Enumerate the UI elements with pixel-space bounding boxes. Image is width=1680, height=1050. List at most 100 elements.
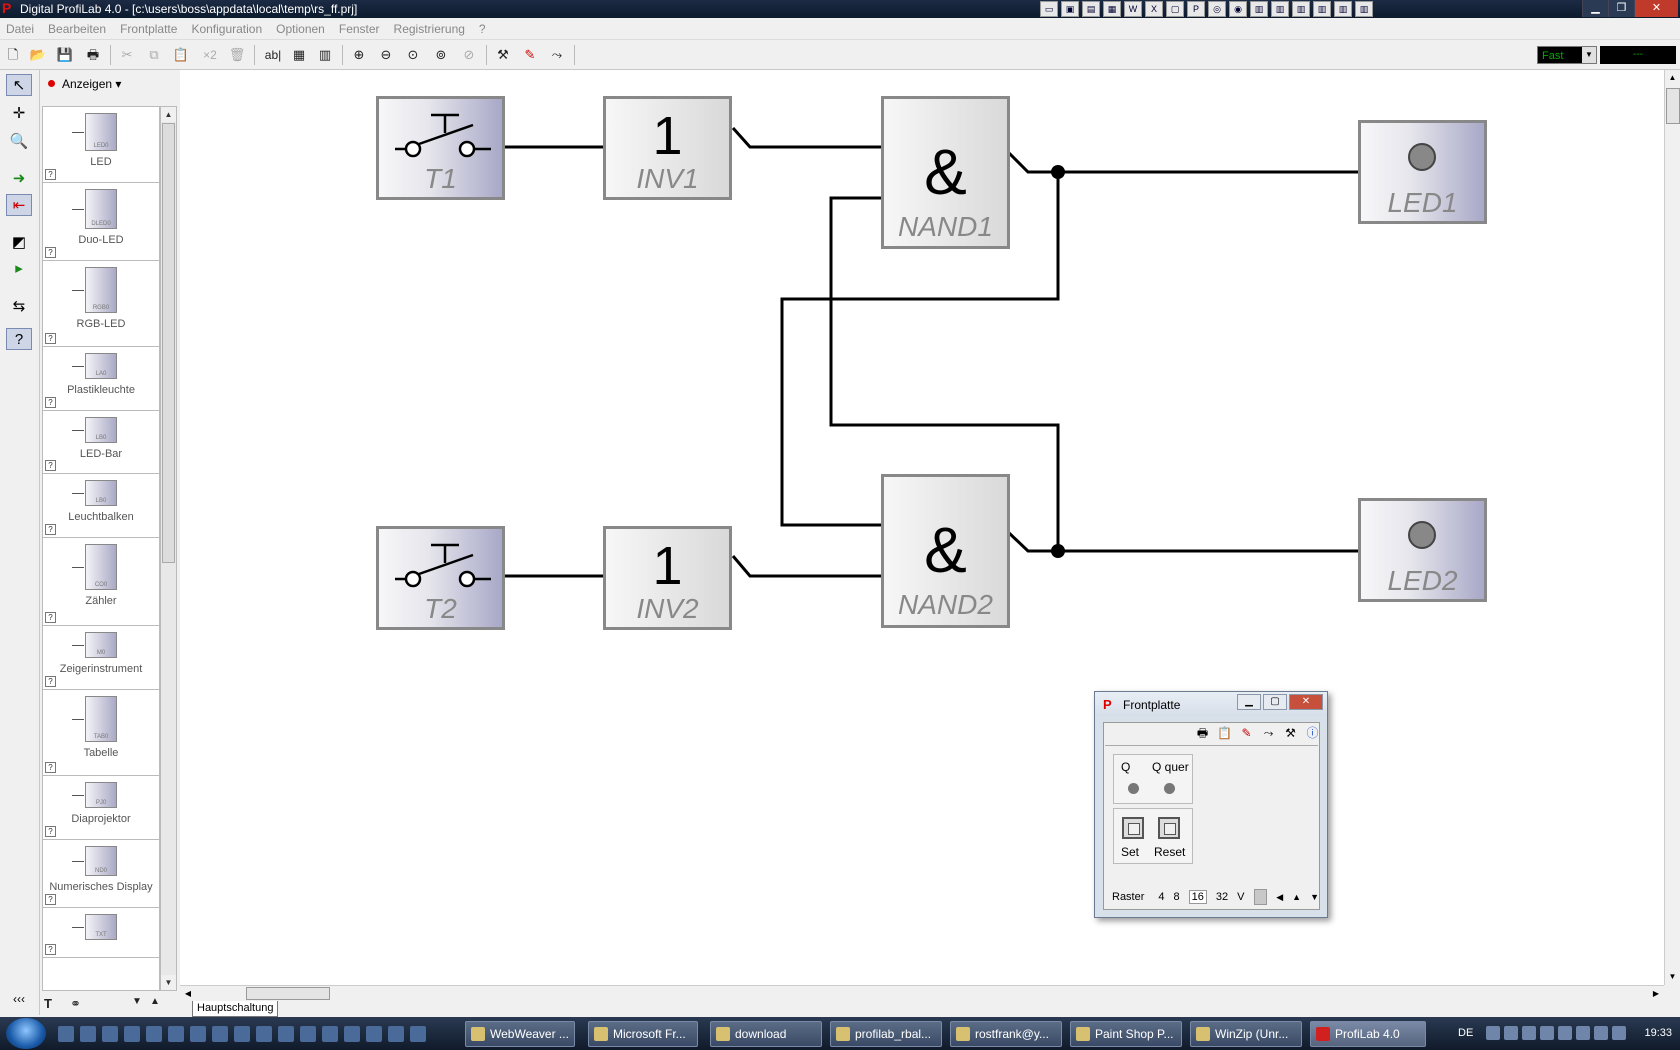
collapse-panel-button[interactable]: ‹‹‹	[13, 992, 25, 1006]
calc-icon[interactable]: ▦	[1103, 1, 1121, 17]
menu-optionen[interactable]: Optionen	[276, 21, 325, 36]
grid-icon[interactable]: ▦	[292, 47, 306, 62]
quicklaunch-icon[interactable]	[146, 1026, 162, 1042]
library-filter[interactable]: Anzeigen ▾	[42, 74, 178, 94]
help-icon[interactable]: ⓘ	[1306, 726, 1319, 740]
quicklaunch-icon[interactable]	[322, 1026, 338, 1042]
color-swatch[interactable]	[1253, 889, 1268, 905]
quicklaunch-icon[interactable]	[410, 1026, 426, 1042]
chart-icon[interactable]: ▥	[1355, 1, 1373, 17]
help-icon[interactable]: ?	[45, 247, 56, 258]
quicklaunch-icon[interactable]	[58, 1026, 74, 1042]
library-scrollbar[interactable]: ▲ ▼	[160, 106, 177, 991]
quicklaunch-icon[interactable]	[388, 1026, 404, 1042]
taskbar-item-paintshop[interactable]: Paint Shop P...	[1070, 1021, 1182, 1047]
raster-option-32[interactable]: 32	[1215, 891, 1229, 903]
taskbar-item-browser[interactable]: rostfrank@y...	[950, 1021, 1062, 1047]
chart-icon[interactable]: ▥	[1250, 1, 1268, 17]
copy-icon[interactable]: ⧉	[149, 47, 159, 62]
scroll-thumb[interactable]	[1666, 88, 1680, 124]
raster-option-4[interactable]: 4	[1158, 891, 1165, 903]
quicklaunch-icon[interactable]	[80, 1026, 96, 1042]
chart-icon[interactable]: ▥	[1334, 1, 1352, 17]
input-pin-icon[interactable]: ▸	[15, 260, 23, 277]
switch-block-t1[interactable]: T1	[376, 96, 505, 200]
led-block-led2[interactable]: LED2	[1358, 498, 1487, 602]
taskbar-item-profilab-folder[interactable]: profilab_rbal...	[830, 1021, 942, 1047]
arrow-right-icon[interactable]: ➜	[12, 170, 26, 187]
library-item[interactable]: TXT?	[43, 908, 159, 958]
maximize-button[interactable]: ▢	[1263, 694, 1287, 710]
arrow-down-icon[interactable]: ▼	[132, 996, 142, 1007]
chart-icon[interactable]: ▥	[1292, 1, 1310, 17]
zoom-all-icon[interactable]: ⊚	[435, 47, 447, 62]
clipboard-icon[interactable]: 📋	[1217, 726, 1232, 740]
outlook-icon[interactable]: ◎	[1208, 1, 1226, 17]
menu-fenster[interactable]: Fenster	[338, 21, 380, 36]
zoom-fit-icon[interactable]: ⊙	[407, 47, 419, 62]
quicklaunch-icon[interactable]	[278, 1026, 294, 1042]
raster-option-v[interactable]: V	[1237, 891, 1245, 903]
menu-konfiguration[interactable]: Konfiguration	[191, 21, 263, 36]
language-indicator[interactable]: DE	[1458, 1027, 1474, 1039]
tray-icon[interactable]	[1558, 1026, 1572, 1040]
taskbar-item-download[interactable]: download	[710, 1021, 822, 1047]
tray-icon[interactable]	[1576, 1026, 1590, 1040]
minimize-button[interactable]: ▁	[1582, 0, 1608, 17]
zoom-out-icon[interactable]: ⊖	[380, 47, 392, 62]
media-icon[interactable]: ◉	[1229, 1, 1247, 17]
zoom-icon[interactable]: 🔍	[9, 133, 29, 150]
quicklaunch-icon[interactable]	[102, 1026, 118, 1042]
menu-datei[interactable]: Datei	[6, 21, 35, 36]
tray-icon[interactable]	[1540, 1026, 1554, 1040]
tray-icon[interactable]	[1504, 1026, 1518, 1040]
sheet-tab-hauptschaltung[interactable]: Hauptschaltung	[192, 1001, 279, 1017]
cut-icon[interactable]: ✂	[121, 47, 133, 62]
tray-icon[interactable]	[1522, 1026, 1536, 1040]
swap-icon[interactable]: ⇆	[12, 298, 26, 315]
help-icon[interactable]: ?	[45, 524, 56, 535]
help-pointer-icon[interactable]: ?	[6, 328, 32, 350]
canvas-vertical-scrollbar[interactable]: ▲ ▼	[1664, 70, 1680, 985]
chart-icon[interactable]: ▥	[1271, 1, 1289, 17]
menu-registrierung[interactable]: Registrierung	[393, 21, 465, 36]
run-icon[interactable]: ✎	[524, 47, 536, 62]
tools-icon[interactable]: ⚒	[1285, 726, 1296, 740]
arrow-left-icon[interactable]: ⇤	[6, 194, 32, 216]
arrow-up-icon[interactable]: ▲	[1292, 892, 1302, 902]
canvas-horizontal-scrollbar[interactable]: ◀ ▶	[180, 985, 1664, 1001]
arrow-up-icon[interactable]: ▲	[150, 996, 160, 1007]
tools-icon[interactable]: ⚒	[497, 47, 509, 62]
note-icon[interactable]: ▤	[1082, 1, 1100, 17]
app-icon[interactable]: ▣	[1061, 1, 1079, 17]
speed-select[interactable]: Fast▼	[1537, 46, 1597, 64]
binoculars-icon[interactable]: ⚭	[70, 996, 81, 1011]
help-icon[interactable]: ?	[45, 826, 56, 837]
delete-icon[interactable]: 🗑	[228, 47, 246, 62]
minimize-button[interactable]: ▁	[1237, 694, 1261, 710]
taskbar-item-webweaver[interactable]: WebWeaver ...	[465, 1021, 575, 1047]
start-button[interactable]	[6, 1018, 46, 1049]
close-button[interactable]: ✕	[1634, 0, 1678, 17]
stop-icon[interactable]: ⤳	[1263, 726, 1274, 740]
scroll-thumb[interactable]	[246, 987, 330, 1000]
print-icon[interactable]: 🖶	[86, 47, 100, 62]
close-button[interactable]: ✕	[1289, 694, 1323, 710]
paste-icon[interactable]: 📋	[172, 47, 190, 62]
scroll-left-icon[interactable]: ◀	[184, 989, 192, 998]
tray-icon[interactable]	[1612, 1026, 1626, 1040]
duplicate-button[interactable]: ×2	[203, 48, 217, 62]
taskbar-item-profilab[interactable]: ProfiLab 4.0	[1310, 1021, 1426, 1047]
word-icon[interactable]: W	[1124, 1, 1142, 17]
quicklaunch-icon[interactable]	[300, 1026, 316, 1042]
quicklaunch-icon[interactable]	[190, 1026, 206, 1042]
text-tool-icon[interactable]: T	[44, 996, 52, 1011]
scroll-down-icon[interactable]: ▼	[161, 975, 176, 990]
help-icon[interactable]: ?	[45, 676, 56, 687]
